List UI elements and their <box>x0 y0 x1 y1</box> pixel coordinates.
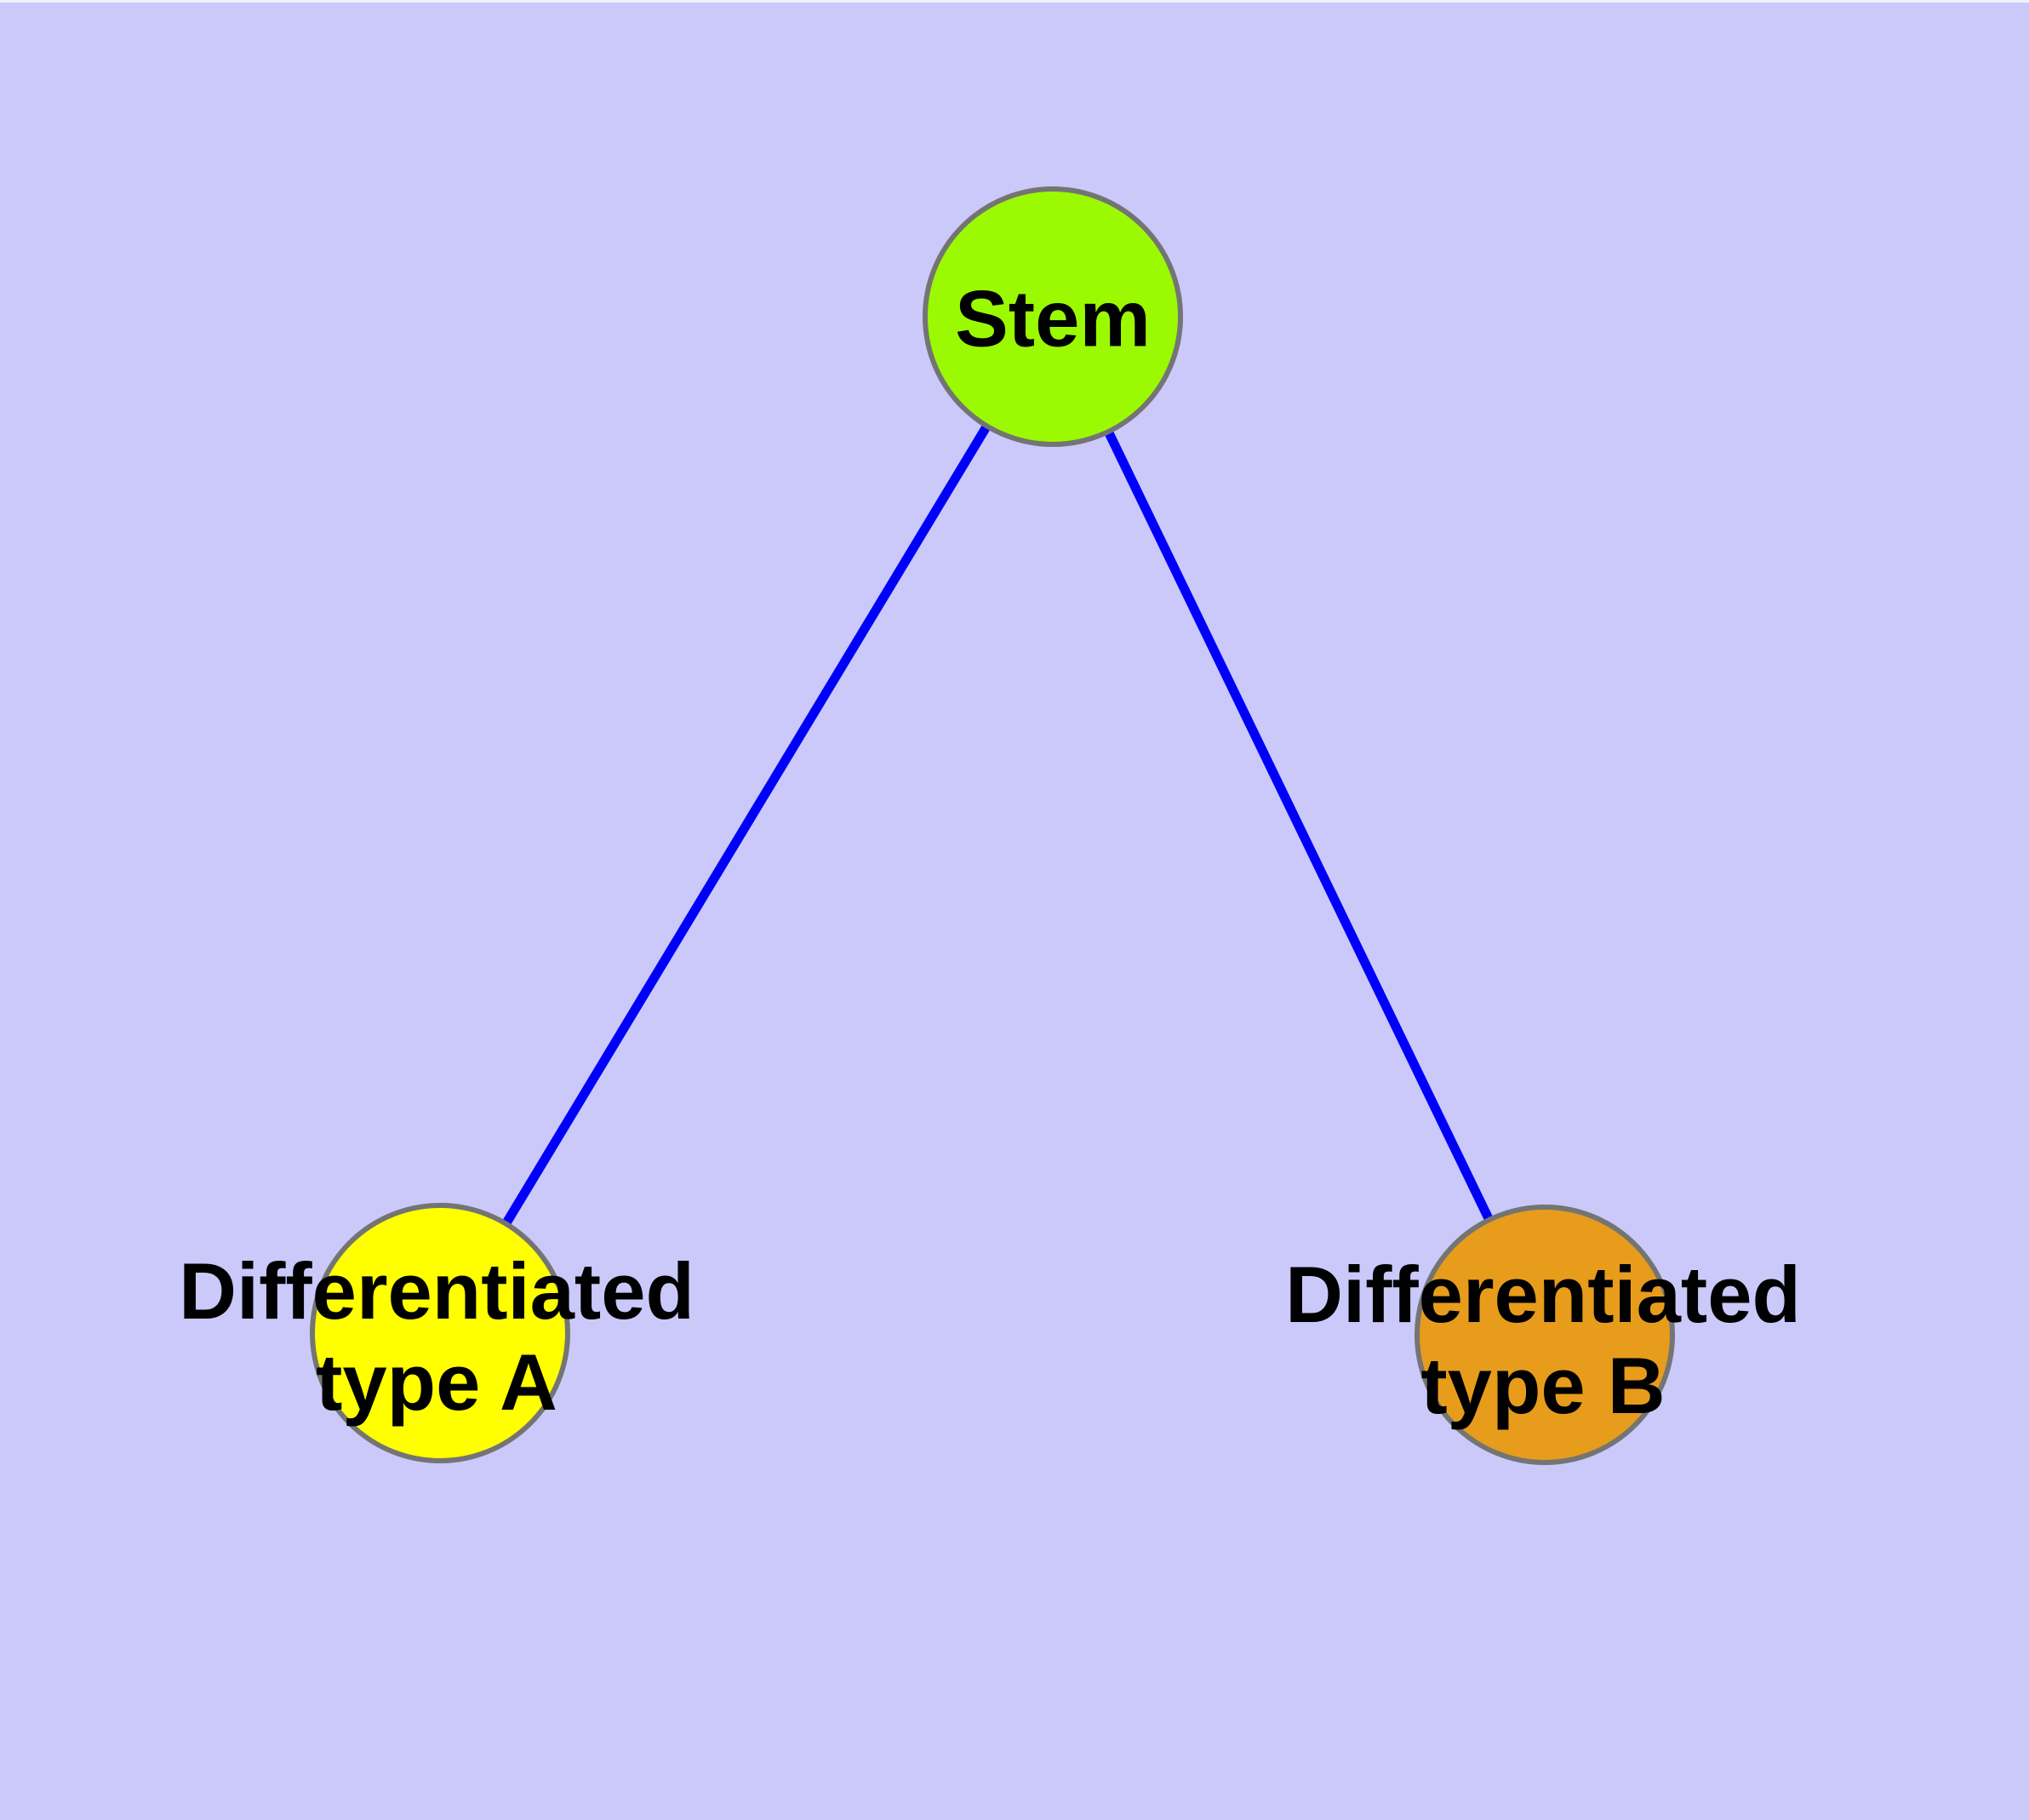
node-type-b-circle <box>1415 1205 1675 1465</box>
node-type-a-circle <box>310 1203 570 1463</box>
edge-stem-to-type-a <box>436 314 1057 1336</box>
edge-stem-to-type-b <box>1049 314 1549 1337</box>
node-stem-label: Stem <box>955 273 1151 363</box>
node-type-a-label: Differentiated type A <box>179 1246 694 1427</box>
canvas-top-edge-highlight <box>0 0 2029 3</box>
node-type-b-label: Differentiated type B <box>1285 1250 1801 1430</box>
node-stem-circle <box>923 186 1183 447</box>
